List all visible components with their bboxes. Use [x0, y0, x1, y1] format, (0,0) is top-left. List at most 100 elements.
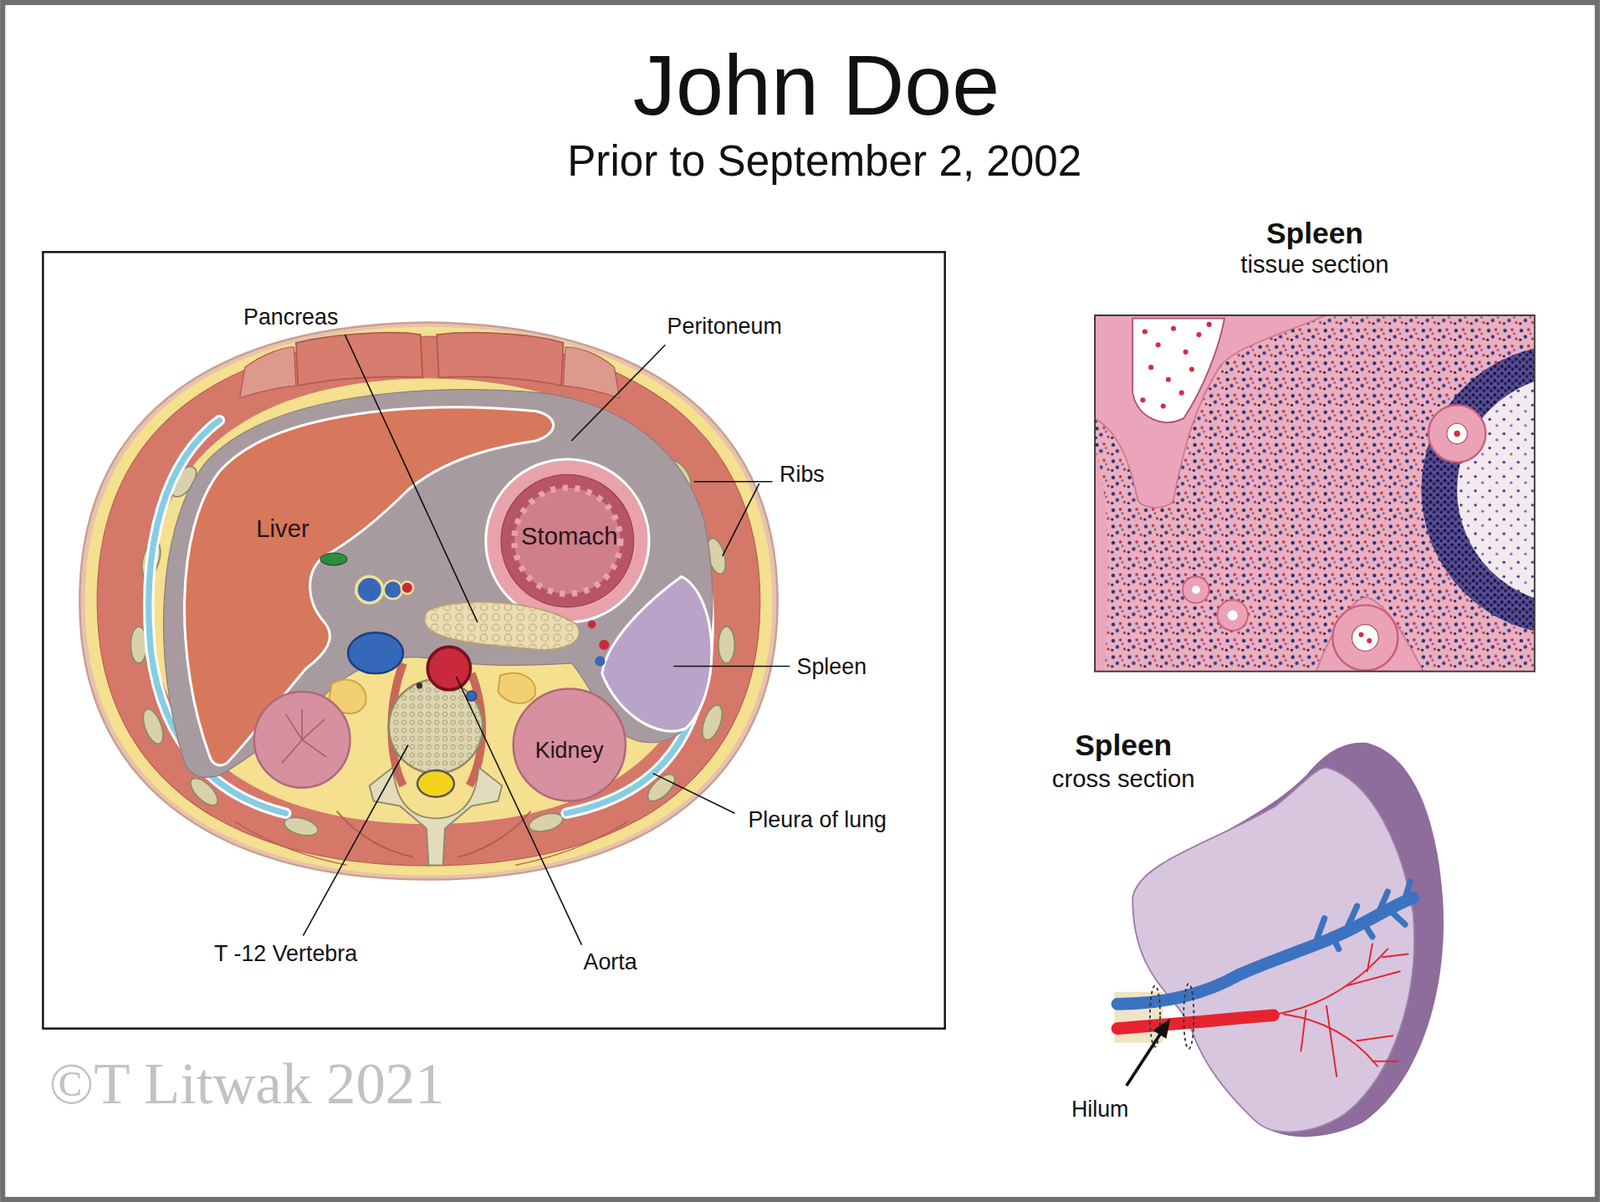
organs-part-part	[286, 714, 303, 740]
histology-panel-part-part-part	[1160, 403, 1166, 409]
histology-panel-part-part-part	[1206, 322, 1212, 328]
part-label: Pancreas	[243, 304, 338, 331]
organs-part-part	[301, 719, 325, 740]
histology-panel-part-part	[1421, 344, 1534, 634]
histology-panel-part-part	[1332, 604, 1398, 670]
spleen-cross-section-part-part-part	[1363, 922, 1373, 937]
part-label: Hilum	[1071, 1096, 1130, 1123]
histology-panel-part-part	[1139, 322, 1212, 409]
spleen-cross-section-part-part-part	[1382, 954, 1408, 958]
spleen-cross-section-part-part	[1316, 881, 1411, 950]
spleen-cross-section-part-part	[1117, 1015, 1274, 1029]
leader-lines-part	[722, 483, 760, 557]
organ-label: Liver	[255, 514, 309, 543]
leader-lines-part	[694, 480, 773, 483]
subtitle: Prior to September 2, 2002	[567, 136, 1082, 186]
leader-lines-part	[653, 773, 736, 814]
spine	[369, 663, 503, 866]
histology-panel-part-part-part	[1196, 332, 1202, 338]
organs-part	[514, 487, 621, 594]
spine-part	[417, 770, 455, 798]
histology-panel-part-part-part	[1155, 342, 1161, 348]
body-cross-section-part-part	[97, 336, 761, 866]
organs-part-part	[301, 739, 327, 757]
histology-panel-part-part	[1316, 597, 1424, 672]
body-cross-section-part	[97, 336, 761, 866]
leader-lines-part	[302, 745, 409, 936]
hilum-arrow-part	[1126, 1032, 1161, 1086]
histology-panel-part-part	[1446, 423, 1468, 444]
vessels-part	[383, 580, 403, 599]
spleen-cross-section-part-part-part	[1404, 881, 1411, 902]
organs-part-part	[301, 709, 302, 741]
vessels-part	[598, 639, 609, 650]
hilum-arrow	[1126, 1017, 1171, 1086]
peritoneum	[163, 389, 713, 778]
vessels	[320, 552, 609, 701]
histology-panel-part-part	[1191, 585, 1201, 594]
body-cross-section-part	[436, 332, 563, 386]
tissue-panel: Spleentissue section	[1094, 216, 1535, 672]
histology-panel-part-part	[1182, 576, 1210, 604]
vessels-part	[347, 632, 404, 674]
organs-part	[485, 459, 650, 623]
part-label: Peritoneum	[667, 313, 783, 340]
histology-panel-part-part-part	[1148, 364, 1154, 370]
page-frame-part	[42, 251, 945, 1028]
spleen-cross-section-part	[1183, 983, 1194, 1049]
spleen-cross-section-part-part-part	[1390, 909, 1406, 925]
histology-panel-part	[1094, 315, 1535, 672]
hilum-arrow-part	[1153, 1017, 1171, 1038]
peritoneum-part	[163, 389, 713, 778]
spleen-cross-section-part-part-part	[1367, 943, 1373, 972]
organs	[184, 407, 712, 802]
histology-panel-part-part	[1216, 599, 1248, 631]
leader-lines-part	[344, 334, 478, 623]
ribs-part	[718, 626, 736, 664]
histology-panel-part-part	[1094, 315, 1327, 508]
histology-panel-part	[1094, 315, 1535, 672]
body-cross-section-part-part	[85, 326, 773, 875]
histology-panel-part-part-part	[1189, 367, 1195, 373]
spleen-cross-section-part-part-part	[1331, 934, 1340, 949]
body-cross-section-part	[85, 326, 773, 875]
histology-panel-part-part-part	[1165, 377, 1171, 383]
organs-part-part	[281, 739, 302, 763]
part-label: Pleura of lung	[747, 806, 887, 833]
body-cross-section-part	[79, 322, 777, 880]
organs-part	[254, 691, 351, 788]
histology-panel-part-part-part	[1139, 397, 1146, 403]
histology-panel-part-part	[1132, 318, 1225, 423]
spine-part	[369, 766, 503, 865]
histology-panel-part-part-part	[1183, 349, 1189, 355]
vessels-part	[427, 646, 471, 690]
spine-part	[388, 679, 483, 773]
spleen-cross-section-part-part-part	[1377, 891, 1388, 916]
organ-label: Kidney	[535, 736, 604, 763]
spleen-cross-section-part-part-part	[1300, 1010, 1306, 1052]
histology-panel-part-part-part	[1170, 326, 1176, 332]
spleen-cross-section-part	[1132, 766, 1415, 1132]
panel-subheading: tissue section	[1240, 250, 1389, 279]
organs-part	[500, 474, 634, 608]
body-cross-section-part	[296, 332, 423, 386]
vessels-part	[587, 620, 597, 629]
vessels-part	[594, 655, 605, 666]
part-label: T -12 Vertebra	[214, 940, 358, 967]
histology-panel	[1094, 315, 1600, 672]
histology-panel-part-part	[1351, 624, 1379, 652]
organs-part	[497, 673, 536, 704]
histology-panel-part-part	[1366, 638, 1372, 644]
vessels-part	[466, 690, 477, 701]
part-label: Spleen	[797, 653, 868, 680]
histology-panel-part-part	[1453, 430, 1460, 437]
vessels-part	[356, 576, 384, 604]
spleen-cross-section-part-part	[1265, 943, 1409, 1077]
spleen-cross-section-part-part-part	[1326, 1006, 1337, 1077]
organ-label: Stomach	[521, 521, 619, 551]
panel-subheading: cross section	[1052, 764, 1196, 793]
spleen-cross-section-part-part-part	[1346, 971, 1400, 986]
